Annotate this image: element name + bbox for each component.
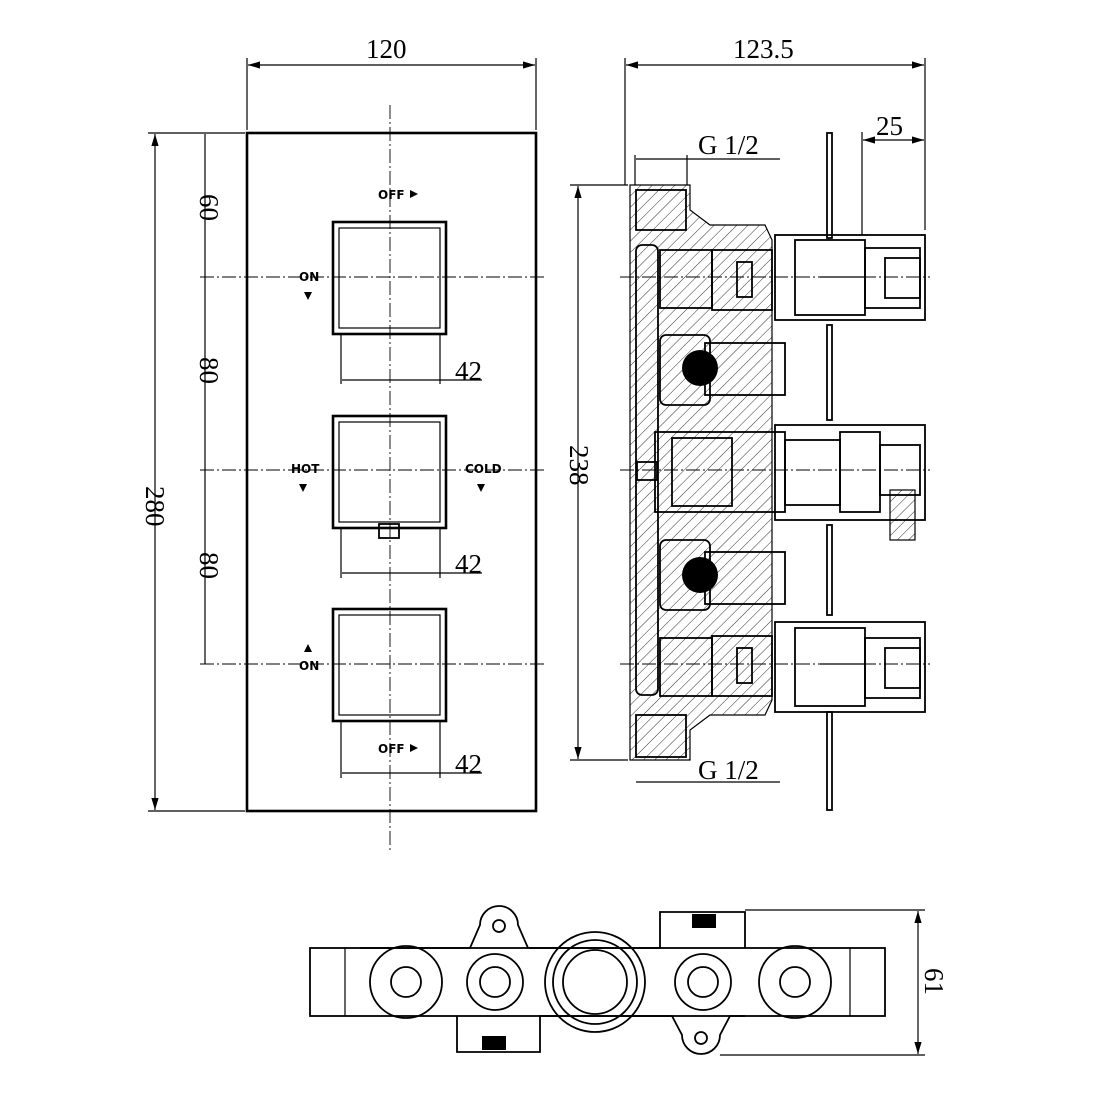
dim-height: 280 [140,486,170,527]
dim-handle: 25 [876,111,903,141]
side-view: 123.5 238 25 G 1/2 G 1/2 [564,34,930,811]
cover-plate [245,131,538,813]
cartridge-top [774,234,926,321]
dim-width: 120 [366,34,407,64]
arrow-down-icon [477,484,485,492]
label-cold: COLD [465,462,502,476]
front-view: OFF ON HOT COLD ON OFF 120 280 60 80 80 … [140,34,545,850]
label-on-top: ON [299,270,319,284]
label-on-bottom: ON [299,659,319,673]
knob-top[interactable] [331,220,448,336]
arrow-right-icon [410,190,418,198]
dim-chain-2: 80 [194,357,224,384]
thread-top: G 1/2 [698,130,759,160]
cartridge-bottom [774,621,926,713]
dim-bottom-depth: 61 [919,968,949,995]
dim-knob-1: 42 [455,356,482,386]
cartridge-middle [774,424,926,541]
valve-body [629,184,773,761]
arrow-down-icon [299,484,307,492]
thread-bottom: G 1/2 [698,755,759,785]
dim-chain-1: 60 [194,194,224,221]
knob-bottom[interactable] [331,607,448,723]
dim-side-height: 238 [564,445,594,486]
arrow-down-icon [304,292,312,300]
arrow-right-icon [410,744,418,752]
bottom-view: 61 [309,905,949,1056]
label-hot: HOT [291,462,320,476]
knob-middle[interactable] [331,414,448,539]
arrow-up-icon [304,644,312,652]
dim-depth: 123.5 [733,34,794,64]
label-off-bottom: OFF [378,742,405,756]
dim-knob-2: 42 [455,549,482,579]
dim-knob-3: 42 [455,749,482,779]
label-off-top: OFF [378,188,405,202]
ports [369,931,832,1033]
dim-chain-3: 80 [194,552,224,579]
